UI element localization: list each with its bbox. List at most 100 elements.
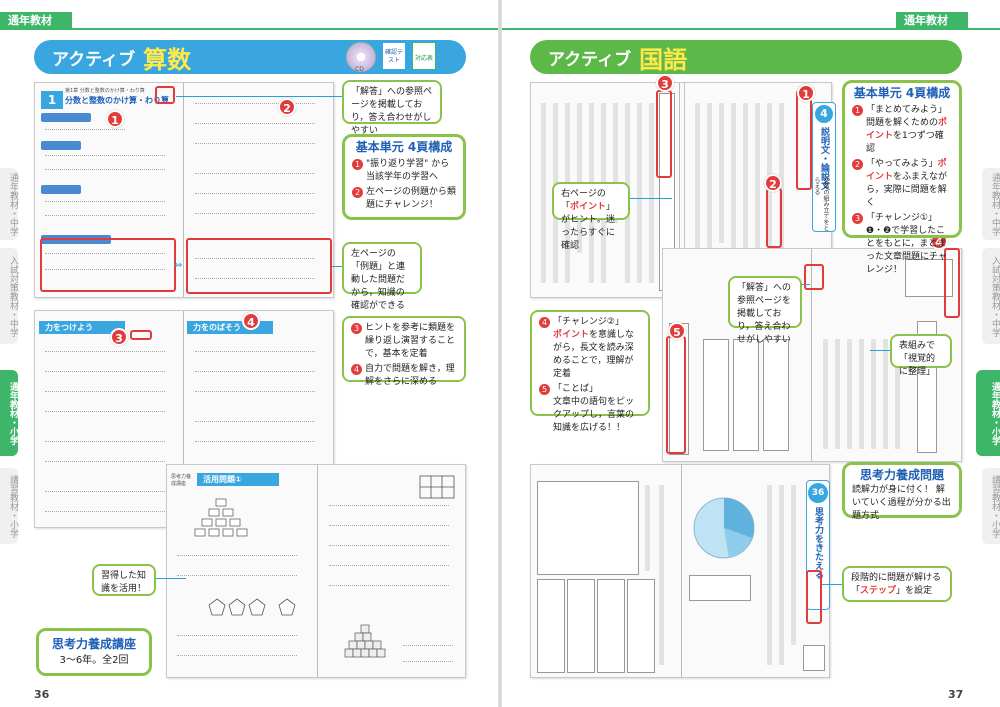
math-practice-item3: ヒントを参考に類題を繰り返し演習することで，基本を定着 [365, 323, 456, 359]
lang-item1-pre: 「まとめてみよう」問題を解くための [866, 105, 948, 128]
course-title: 思考力養成講座 [51, 637, 136, 651]
lang-redbox-4 [944, 248, 960, 318]
left-header-line [0, 28, 498, 30]
challenge-item4-text: を意識しながら，長文を読み深めることで，理解が定着 [553, 330, 635, 379]
lang-unit-number: 4 [815, 105, 833, 123]
apply-small-label: 思考力養成講座 [171, 474, 192, 487]
marker-4: 4 [242, 312, 260, 330]
connector-apply [156, 578, 186, 579]
connector-answer [176, 96, 342, 97]
lang-structure-title: 基本単元 4頁構成 [853, 86, 951, 100]
math-callout-linked: 左ページの「例題」と連動した問題だから，知識の確認ができる [342, 242, 422, 311]
connector-step [822, 584, 842, 585]
unit-small-label: 第1章 分数と整数のかけ算・わり算 [65, 88, 145, 94]
challenge-item4-title: 「チャレンジ②」 [553, 317, 624, 327]
lang-redbox-5 [666, 336, 686, 454]
challenge-item4-em: ポイント [553, 330, 590, 340]
right-tab-elementary-seasonal[interactable]: 講習教材・小学 [982, 468, 1000, 544]
lang-redbox-2 [766, 188, 782, 248]
math-title-sub: アクティブ [52, 49, 136, 70]
connector-table [870, 350, 890, 351]
lang-callout-hint: 右ページの「ポイント」がヒント。迷ったらすぐに確認 [552, 182, 630, 251]
test-icon: 確認テスト [382, 42, 406, 70]
right-header-line [502, 28, 1000, 30]
connector-hint [630, 198, 672, 199]
unit-title: 分数と整数のかけ算・わり算 [65, 96, 169, 105]
thinking-title: 思考力養成問題 [859, 468, 944, 482]
marker-1: 1 [106, 110, 124, 128]
lang-item3-title: 「チャレンジ①」 [866, 213, 937, 223]
thinking-unit-tab: 36 思考力をきたえる [806, 480, 830, 610]
lang-callout-answer: 「解答」への参照ページを掲載しており，答え合わせがしやすい [728, 276, 802, 345]
lang-redbox-step [806, 570, 822, 624]
lang-title-bar: アクティブ 国語 [530, 40, 962, 74]
lang-callout-table: 表組みで「視覚的に整理」 [890, 334, 952, 377]
spine [498, 0, 502, 707]
lang-unit-title: 説明文・論説文 [819, 127, 829, 190]
marker-r1: 1 [797, 84, 815, 102]
connector-lang-answer [802, 284, 810, 285]
cd-label: CD [355, 66, 364, 73]
lang-unit-tab: 4 説明文・論説文 文章の組み立てをとらえる [812, 102, 836, 232]
lang-title-main: 国語 [639, 45, 688, 74]
page-number-right: 37 [948, 688, 964, 701]
pentagon-figures [207, 597, 307, 617]
math-redbox-linked [40, 238, 176, 292]
lang-item3-text: ❶・❷で学習したことをもとに，まとまった文章問題にチャレンジ！ [866, 226, 947, 275]
lang-redbox-1 [796, 90, 812, 190]
left-tab-elementary[interactable]: 通年教材・小学 [0, 370, 18, 456]
right-tab-jr-high-exam[interactable]: 入試対策教材・中学 [982, 248, 1000, 344]
step-em: ステップ [860, 586, 897, 596]
lang-item1-post: を1つずつ確認 [866, 131, 944, 154]
challenge-item5-text: 文章中の語句をピックアップし，言葉の知識を広げる！！ [553, 397, 635, 433]
lang-item2-post: をふまえながら，実際に問題を解く [866, 172, 948, 208]
lang-callout-challenge: 4「チャレンジ②」ポイントを意識しながら，長文を読み深めることで，理解が定着 5… [530, 310, 650, 433]
link-arrow-icon: ⇔ [174, 260, 183, 271]
lang-callout-step: 段階的に問題が解ける「ステップ」を設定 [842, 566, 952, 602]
math-structure-title: 基本単元 4頁構成 [355, 140, 453, 154]
math-structure-item2: 左ページの例題から類題にチャレンジ！ [366, 187, 456, 210]
lang-spread-4 [530, 464, 830, 678]
math-redbox-answer [155, 86, 175, 104]
left-tab-jr-high-exam[interactable]: 入試対策教材・中学 [0, 248, 18, 344]
grid-figure [419, 475, 455, 499]
unit-number-badge: 1 [41, 91, 63, 109]
lang-redbox-3 [656, 90, 672, 178]
left-tab-jr-high[interactable]: 通年教材・中学 [0, 168, 18, 240]
right-header: 通年教材 小学 [896, 12, 968, 44]
math-redbox-hint [130, 330, 152, 340]
lang-title-sub: アクティブ [548, 49, 632, 70]
lang-item2-pre: 「やってみよう」 [866, 159, 938, 169]
marker-2: 2 [278, 98, 296, 116]
hint-em: ポイント [570, 202, 607, 212]
course-sub: 3～6年。全2回 [59, 655, 129, 666]
math-practice-item4: 自力で問題を解き，理解をさらに深める [365, 364, 455, 387]
math-callout-apply: 習得した知識を活用！ [92, 564, 156, 596]
lang-item1-em: ポイント [866, 118, 948, 141]
extend-title: 力をのばそう [187, 321, 273, 334]
pie-chart-figure [689, 493, 759, 563]
left-tab-elementary-seasonal[interactable]: 講習教材・小学 [0, 468, 18, 544]
thinking-unit-number: 36 [808, 483, 828, 503]
thinking-text: 読解力が身に付く！ 解いていく過程が分かる出題方式 [852, 485, 951, 521]
math-spread-3: 活用問題① 思考力養成講座 [166, 464, 466, 678]
pyramid-figure [191, 497, 251, 541]
math-redbox-right [186, 238, 332, 294]
right-tab-elementary[interactable]: 通年教材・小学 [976, 370, 1000, 456]
math-title-main: 算数 [143, 45, 192, 74]
page-number-left: 36 [34, 688, 50, 701]
lang-callout-structure: 基本単元 4頁構成 1「まとめてみよう」問題を解くためのポイントを1つずつ確認 … [842, 80, 962, 275]
math-structure-item1: "振り返り学習" から当該学年の学習へ [366, 159, 450, 182]
right-tab-jr-high[interactable]: 通年教材・中学 [982, 168, 1000, 240]
math-callout-course: 思考力養成講座 3～6年。全2回 [36, 628, 152, 676]
hint-post: 」がヒント。迷ったらすぐに確認 [561, 202, 616, 251]
compat-icon: 対応表 [412, 42, 436, 70]
marker-r5: 5 [668, 322, 686, 340]
apply-unit-title: 活用問題① [197, 473, 279, 486]
connector-linked [332, 266, 344, 267]
cube-figure [343, 623, 387, 659]
hint-pre: 右ページの「 [561, 189, 606, 212]
strengthen-title: 力をつけよう [39, 321, 125, 334]
